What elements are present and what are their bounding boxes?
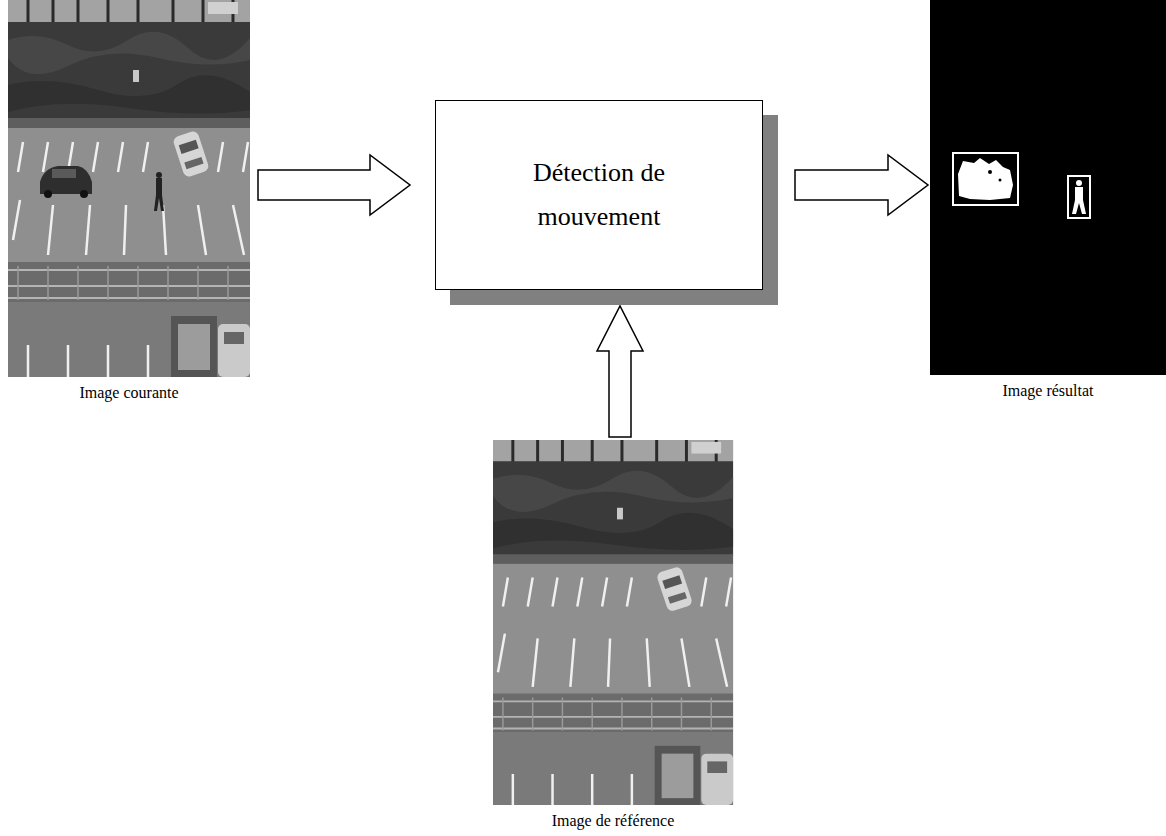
image-panel: Image de référence xyxy=(493,440,733,831)
image-caption: Image de référence xyxy=(493,811,733,831)
parking-scene xyxy=(8,0,250,377)
car-blob xyxy=(958,158,1013,200)
image-caption: Image courante xyxy=(8,383,250,403)
reference-photo xyxy=(493,440,733,805)
block-arrow xyxy=(258,155,410,215)
process-label: Détection de mouvement xyxy=(499,151,699,239)
process-box: Détection de mouvement xyxy=(435,100,763,290)
car-wheel xyxy=(44,190,52,198)
result-mask xyxy=(930,0,1166,375)
walking-person xyxy=(154,178,164,211)
block-arrow xyxy=(597,306,643,437)
car-window xyxy=(52,169,76,178)
blob-hole xyxy=(999,179,1002,182)
detection-box xyxy=(953,153,1018,205)
image-panel: Image courante xyxy=(8,0,250,403)
moving-car xyxy=(40,166,92,194)
car-wheel xyxy=(80,190,88,198)
blob-hole xyxy=(988,170,992,174)
person-blob xyxy=(1072,187,1086,214)
parking-scene xyxy=(493,440,733,805)
current-photo xyxy=(8,0,250,377)
image-panel: Image résultat xyxy=(930,0,1166,401)
mask-ground xyxy=(930,0,1166,375)
image-caption: Image résultat xyxy=(930,381,1166,401)
person-blob xyxy=(1076,180,1082,186)
person-head xyxy=(156,172,162,178)
detection-box xyxy=(1068,176,1090,218)
block-arrow xyxy=(795,155,928,215)
